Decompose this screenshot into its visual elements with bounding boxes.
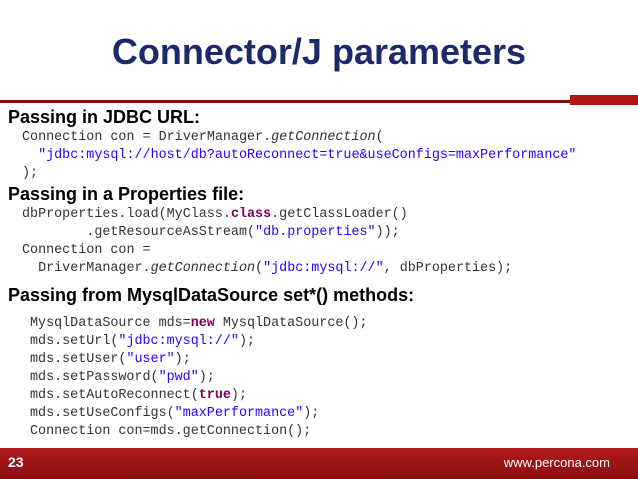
code-token: (	[375, 130, 384, 145]
footer-bar: 23 www.percona.com	[0, 448, 638, 479]
code-token: , dbProperties);	[383, 261, 513, 276]
code-string: "maxPerformance"	[174, 406, 304, 421]
code-line: mds.setAutoReconnect(true);	[30, 387, 368, 405]
code-line: dbProperties.load(MyClass.class.getClass…	[22, 206, 512, 224]
code-token: );	[303, 406, 320, 421]
code-token: );	[22, 166, 39, 181]
code-token: );	[198, 370, 215, 385]
code-string: "jdbc:mysql://host/db?autoReconnect=true…	[38, 148, 577, 163]
code-token: .getResourceAsStream(	[22, 225, 256, 240]
code-token: (	[255, 261, 264, 276]
page-number: 23	[8, 454, 24, 470]
code-line: mds.setUser("user");	[30, 351, 368, 369]
code-line: MysqlDataSource mds=new MysqlDataSource(…	[30, 315, 368, 333]
code-token: getConnection	[271, 130, 376, 145]
code-token: Connection con = DriverManager.	[22, 130, 272, 145]
code-line: mds.setUseConfigs("maxPerformance");	[30, 405, 368, 423]
code-token: MysqlDataSource();	[214, 316, 368, 331]
heading-datasource: Passing from MysqlDataSource set*() meth…	[8, 285, 415, 305]
code-line: DriverManager.getConnection("jdbc:mysql:…	[22, 260, 512, 278]
code-token: getConnection	[150, 261, 256, 276]
heading-properties-file: Passing in a Properties file:	[8, 184, 245, 204]
code-token: mds.setUseConfigs(	[30, 406, 175, 421]
code-string: "pwd"	[158, 370, 199, 385]
code-keyword: true	[198, 388, 231, 403]
code-string: "db.properties"	[255, 225, 376, 240]
code-line: Connection con = DriverManager.getConnec…	[22, 129, 576, 147]
code-token: );	[174, 352, 191, 367]
code-token: mds.setUser(	[30, 352, 127, 367]
code-block-jdbc-url: Connection con = DriverManager.getConnec…	[22, 129, 576, 183]
code-token: );	[230, 388, 247, 403]
code-token: mds.setAutoReconnect(	[30, 388, 199, 403]
code-block-properties: dbProperties.load(MyClass.class.getClass…	[22, 206, 512, 278]
code-token: Connection con=mds.getConnection();	[30, 424, 312, 439]
code-token: .getClassLoader()	[271, 207, 408, 222]
code-line: Connection con =	[22, 242, 512, 260]
code-string: "jdbc:mysql://"	[263, 261, 384, 276]
footer-url[interactable]: www.percona.com	[503, 455, 610, 470]
code-block-datasource: MysqlDataSource mds=new MysqlDataSource(…	[30, 315, 368, 441]
code-string: "user"	[126, 352, 175, 367]
title-divider-accent	[570, 95, 638, 105]
code-token: DriverManager.	[22, 261, 151, 276]
code-line: );	[22, 165, 576, 183]
code-line: .getResourceAsStream("db.properties"));	[22, 224, 512, 242]
code-token: ));	[375, 225, 400, 240]
code-token: );	[238, 334, 256, 349]
code-line: "jdbc:mysql://host/db?autoReconnect=true…	[22, 147, 576, 165]
code-line: Connection con=mds.getConnection();	[30, 423, 368, 441]
code-line: mds.setUrl("jdbc:mysql://");	[30, 333, 368, 351]
code-token: Connection con =	[22, 243, 151, 258]
slide-title: Connector/J parameters	[111, 31, 527, 72]
code-token: mds.setPassword(	[30, 370, 159, 385]
title-divider	[0, 100, 570, 103]
code-token: mds.setUrl(	[30, 334, 119, 349]
code-line: mds.setPassword("pwd");	[30, 369, 368, 387]
code-token: MysqlDataSource mds=	[30, 316, 191, 331]
heading-jdbc-url: Passing in JDBC URL:	[8, 107, 201, 127]
code-keyword: class	[230, 207, 272, 222]
code-token: dbProperties.load(MyClass.	[22, 207, 231, 222]
code-string: "jdbc:mysql://"	[118, 334, 239, 349]
code-keyword: new	[190, 316, 215, 331]
code-token	[22, 148, 38, 163]
